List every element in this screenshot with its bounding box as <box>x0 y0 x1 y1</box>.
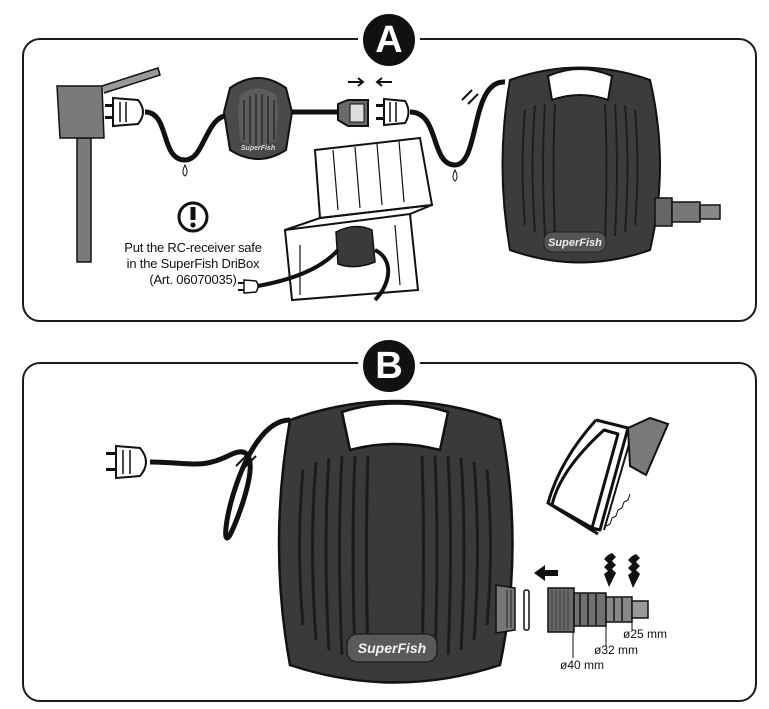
dimension-leaders <box>572 622 633 658</box>
dribox-icon <box>283 136 434 302</box>
attach-arrow-icon <box>534 565 558 581</box>
wall-socket-icon <box>56 67 161 263</box>
plug-icon <box>106 444 147 480</box>
rc-receiver-icon <box>222 77 294 160</box>
cable-coupler-icon <box>337 99 369 127</box>
power-cable <box>144 109 231 163</box>
dimension-40mm: ø40 mm <box>560 658 605 672</box>
plug-icon <box>376 97 410 127</box>
pump-icon <box>501 66 721 264</box>
o-ring-icon <box>523 589 530 631</box>
pump-a-brand-label: SuperFish <box>548 237 602 249</box>
pump-b-brand-label: SuperFish <box>358 640 426 656</box>
hose-adapter-icon <box>547 587 649 633</box>
dimension-32mm: ø32 mm <box>594 643 639 657</box>
dimension-25mm: ø25 mm <box>623 627 668 641</box>
dribox-note-line-3: (Art. 06070035) <box>149 272 237 287</box>
plug-icon <box>238 279 259 294</box>
pump-cable <box>149 417 291 541</box>
dribox-note: Put the RC-receiver safe in the SuperFis… <box>108 240 278 288</box>
panel-b-label-badge: B <box>359 336 419 396</box>
connect-arrows-icon <box>348 77 392 87</box>
dribox-note-line-2: in the SuperFish DriBox <box>126 256 260 271</box>
receiver-brand-label: SuperFish <box>241 145 275 152</box>
dribox-note-line-1: Put the RC-receiver safe <box>124 240 262 255</box>
warning-icon <box>177 201 209 233</box>
panel-a-label-badge: A <box>359 10 419 70</box>
cut-arrow-icon <box>604 553 640 588</box>
hacksaw-icon <box>546 416 670 536</box>
plug-icon <box>105 96 144 128</box>
pump-icon <box>277 399 516 684</box>
